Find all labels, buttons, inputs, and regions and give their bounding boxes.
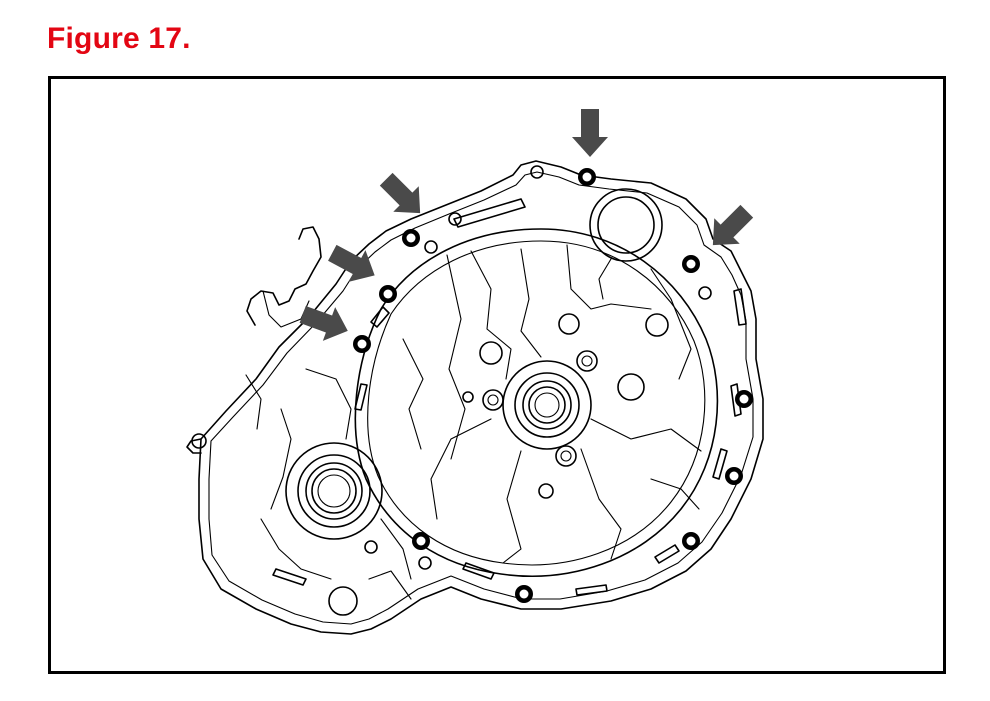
bell-housing xyxy=(354,228,719,577)
small-holes xyxy=(328,165,712,616)
arrow-icon xyxy=(572,109,608,157)
internal-ribs xyxy=(245,244,702,600)
bolt xyxy=(515,585,533,603)
center-bearing xyxy=(502,360,592,450)
case-left-tabs xyxy=(186,226,322,454)
arrow-icon xyxy=(299,305,348,341)
transmission-case-diagram xyxy=(186,109,764,635)
bolt xyxy=(578,168,596,186)
bolts xyxy=(353,168,753,603)
bolt xyxy=(735,390,753,408)
figure-frame xyxy=(48,76,946,674)
bolt xyxy=(353,335,371,353)
pointer-arrows xyxy=(299,109,754,341)
bolt xyxy=(682,532,700,550)
left-bearing xyxy=(285,442,383,540)
arrow-icon xyxy=(328,244,375,282)
bolt xyxy=(402,229,420,247)
bolt xyxy=(725,467,743,485)
arrow-icon xyxy=(712,204,754,246)
upper-right-bore xyxy=(589,188,663,262)
case-outline xyxy=(198,160,764,635)
figure-title: Figure 17. xyxy=(47,22,191,55)
bolt xyxy=(682,255,700,273)
bolt xyxy=(412,532,430,550)
bolt xyxy=(379,285,397,303)
arrow-icon xyxy=(379,172,421,214)
